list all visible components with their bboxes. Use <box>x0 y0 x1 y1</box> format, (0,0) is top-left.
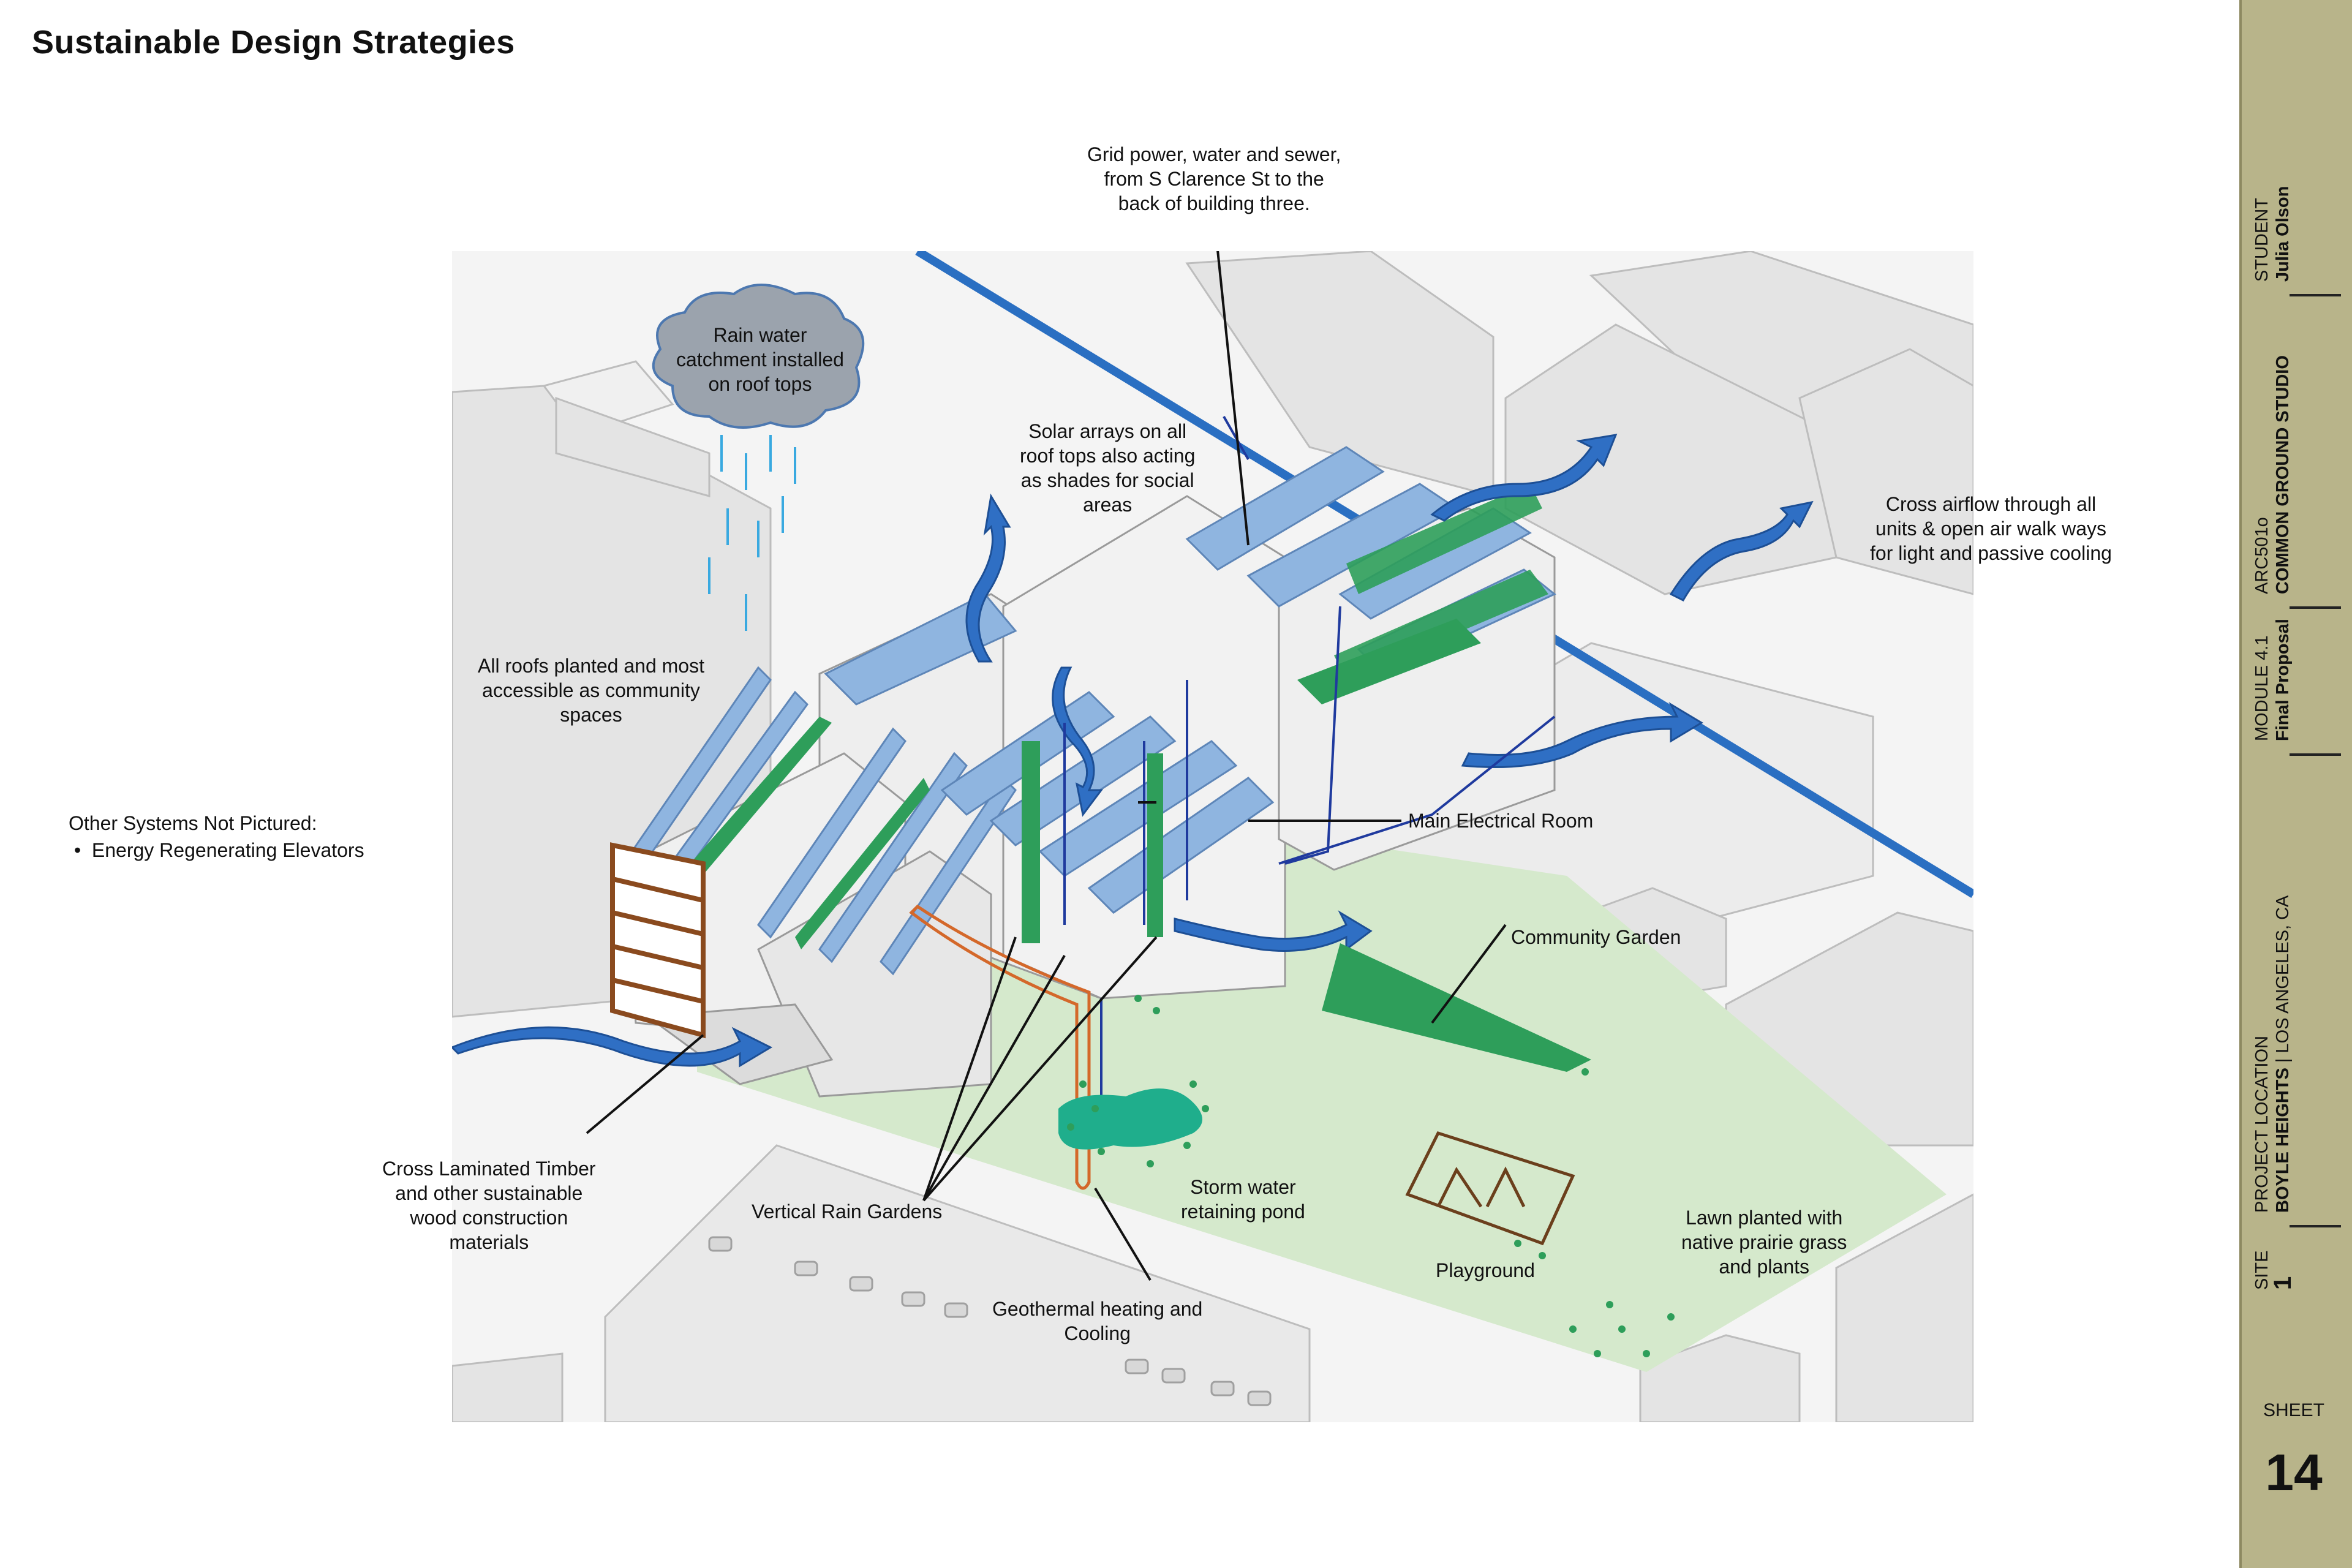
callout-rain-water: Rain water catchment installed on roof t… <box>676 324 844 395</box>
site-info: SITE 1 <box>2252 1250 2296 1290</box>
skylights <box>708 1236 1272 1406</box>
callout-pond: Storm water retaining pond <box>1181 1176 1305 1223</box>
module-info: MODULE 4.1 Final Proposal <box>2252 619 2293 741</box>
site-axonometric-drawing <box>452 251 1973 1422</box>
callout-roofs: All roofs planted and most accessible as… <box>478 655 704 726</box>
other-systems-heading: Other Systems Not Pictured: <box>69 812 317 834</box>
callout-geothermal: Geothermal heating and Cooling <box>992 1298 1203 1344</box>
callout-lawn: Lawn planted with native prairie grass a… <box>1681 1207 1847 1278</box>
airflow-arrows <box>452 434 1814 1068</box>
student-info: STUDENT Julia Olson <box>2252 186 2293 282</box>
callout-playground: Playground <box>1436 1259 1535 1281</box>
shrub-dots <box>1067 995 1675 1357</box>
green-roofs <box>685 484 1548 949</box>
title-block-divider <box>2290 606 2341 609</box>
storm-water-pond <box>1058 1088 1202 1150</box>
geothermal-loop <box>909 904 1091 1190</box>
callout-grid: Grid power, water and sewer, from S Clar… <box>1087 143 1341 214</box>
title-block-divider <box>2290 1225 2341 1227</box>
title-block-divider <box>2290 753 2341 756</box>
playground-equipment <box>1405 1131 1575 1246</box>
callout-electrical: Main Electrical Room <box>1408 810 1594 832</box>
callout-leaders <box>586 251 1507 1281</box>
callout-clt: Cross Laminated Timber and other sustain… <box>382 1158 596 1253</box>
rain-cloud <box>652 284 865 429</box>
rain-drops <box>708 435 796 631</box>
callout-cross-airflow: Cross airflow through all units & open a… <box>1870 493 2112 564</box>
title-block <box>2239 0 2352 1568</box>
callout-rain-gardens: Vertical Rain Gardens <box>752 1200 943 1223</box>
project-location-info: PROJECT LOCATION BOYLE HEIGHTS | LOS ANG… <box>2252 895 2293 1213</box>
other-systems-note: Other Systems Not Pictured: • Energy Reg… <box>69 810 364 864</box>
callout-community-garden: Community Garden <box>1511 926 1681 948</box>
sheet-label: SHEET <box>2263 1400 2325 1420</box>
callout-solar: Solar arrays on all roof tops also actin… <box>1020 420 1196 516</box>
sheet-number: 14 <box>2265 1444 2323 1501</box>
course-info: ARC501o COMMON GROUND STUDIO <box>2252 355 2293 594</box>
community-garden-plot <box>1322 943 1591 1072</box>
title-block-divider <box>2290 294 2341 296</box>
timber-frame <box>610 842 706 1039</box>
page-title: Sustainable Design Strategies <box>32 24 515 61</box>
other-systems-item: • Energy Regenerating Elevators <box>69 839 364 861</box>
